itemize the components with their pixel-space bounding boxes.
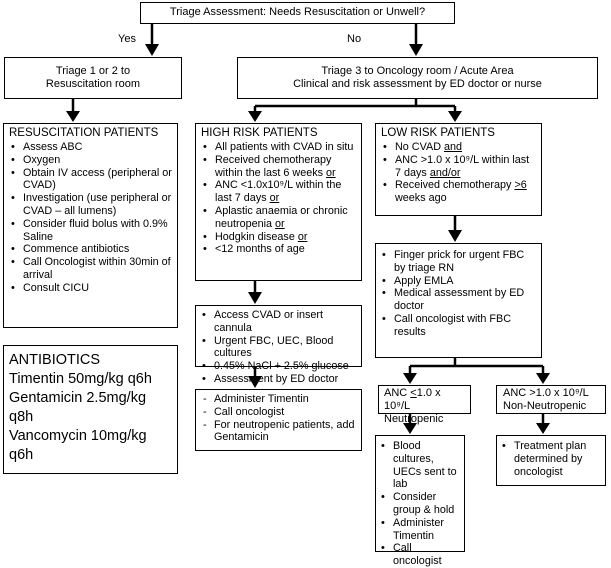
high-risk-actions-list: Access CVAD or insert cannula Urgent FBC…	[200, 309, 358, 386]
low-risk-actions-list: Finger prick for urgent FBC by triage RN…	[380, 249, 538, 339]
resuscitation-title: RESUSCITATION PATIENTS	[9, 127, 159, 139]
antibiotic-line: Gentamicin 2.5mg/kg q8h	[9, 390, 147, 425]
neutropenic-line2: Neutropenic	[384, 413, 444, 425]
list-item: Treatment plan determined by oncologist	[500, 440, 603, 478]
triage-1-2-line1: Triage 1 or 2 to	[55, 65, 131, 77]
resuscitation-patients-box: RESUSCITATION PATIENTS Assess ABC Oxygen…	[3, 123, 178, 328]
list-item: Oxygen	[9, 154, 174, 167]
list-item: Medical assessment by ED doctor	[380, 287, 538, 313]
list-item: Aplastic anaemia or chronic neutropenia …	[201, 205, 358, 231]
list-item: All patients with CVAD in situ	[201, 141, 358, 154]
list-item: Assessment by ED doctor	[200, 373, 358, 386]
non-neutropenic-actions-list: Treatment plan determined by oncologist	[500, 440, 603, 478]
list-item: ANC <1.0x10⁹/L within the last 7 days or	[201, 179, 358, 205]
list-item: For neutropenic patients, add Gentamicin	[200, 419, 358, 445]
antibiotics-box: ANTIBIOTICS Timentin 50mg/kg q6h Gentami…	[3, 345, 178, 474]
list-item: Consider fluid bolus with 0.9% Saline	[9, 218, 174, 244]
list-item: ANC >1.0 x 10⁹/L within last 7 days and/…	[381, 154, 538, 180]
list-item: Call Oncologist within 30min of arrival	[9, 256, 174, 282]
resuscitation-list: Assess ABC Oxygen Obtain IV access (peri…	[9, 141, 174, 295]
list-item: Call oncologist	[200, 406, 358, 419]
antibiotic-line: Timentin 50mg/kg q6h	[9, 371, 152, 387]
high-risk-patients-box: HIGH RISK PATIENTS All patients with CVA…	[195, 123, 362, 281]
list-item: Finger prick for urgent FBC by triage RN	[380, 249, 538, 275]
low-risk-list: No CVAD and ANC >1.0 x 10⁹/L within last…	[381, 141, 538, 205]
triage-3-box: Triage 3 to Oncology room / Acute Area C…	[237, 57, 598, 99]
list-item: Apply EMLA	[380, 275, 538, 288]
high-risk-treatment-box: Administer Timentin Call oncologist For …	[195, 389, 362, 451]
neutropenic-line1: ANC <1.0 x 10⁹/L	[384, 387, 441, 412]
list-item: Administer Timentin	[200, 393, 358, 406]
list-item: Consider group & hold	[379, 491, 462, 517]
no-label: No	[347, 33, 362, 45]
list-item: Investigation (use peripheral or CVAD – …	[9, 192, 174, 218]
non-neutropenic-actions-box: Treatment plan determined by oncologist	[496, 435, 606, 486]
high-risk-treatment-list: Administer Timentin Call oncologist For …	[200, 393, 358, 444]
triage-1-2-line2: Resuscitation room	[45, 78, 141, 90]
low-risk-actions-box: Finger prick for urgent FBC by triage RN…	[375, 243, 542, 358]
low-risk-title: LOW RISK PATIENTS	[381, 127, 495, 139]
list-item: Received chemotherapy >6 weeks ago	[381, 179, 538, 205]
list-item: Urgent FBC, UEC, Blood cultures	[200, 335, 358, 361]
non-neutropenic-line1: ANC >1.0 x 10⁹/L	[503, 387, 589, 399]
high-risk-actions-box: Access CVAD or insert cannula Urgent FBC…	[195, 305, 362, 386]
triage-question-box: Triage Assessment: Needs Resuscitation o…	[140, 2, 455, 24]
list-item: Call oncologist with FBC results	[380, 313, 538, 339]
list-item: Hodgkin disease or	[201, 231, 358, 244]
high-risk-title: HIGH RISK PATIENTS	[201, 127, 318, 139]
list-item: 0.45% NaCl + 2.5% glucose	[200, 360, 358, 373]
triage-1-2-box: Triage 1 or 2 to Resuscitation room	[4, 57, 182, 99]
list-item: Assess ABC	[9, 141, 174, 154]
antibiotics-title: ANTIBIOTICS	[9, 352, 101, 368]
triage-question: Triage Assessment: Needs Resuscitation o…	[169, 6, 426, 18]
antibiotic-line: Vancomycin 10mg/kg q6h	[9, 428, 147, 463]
list-item: Consult CICU	[9, 282, 174, 295]
neutropenic-actions-box: Blood cultures, UECs sent to lab Conside…	[375, 435, 465, 567]
list-item: Received chemotherapy within the last 6 …	[201, 154, 358, 180]
list-item: No CVAD and	[381, 141, 538, 154]
triage-3-line1: Triage 3 to Oncology room / Acute Area	[321, 65, 514, 77]
non-neutropenic-line2: Non-Neutropenic	[503, 400, 587, 412]
list-item: Access CVAD or insert cannula	[200, 309, 358, 335]
list-item: Obtain IV access (peripheral or CVAD)	[9, 167, 174, 193]
list-item: Call oncologist	[379, 542, 462, 568]
non-neutropenic-box: ANC >1.0 x 10⁹/L Non-Neutropenic	[496, 385, 606, 414]
low-risk-patients-box: LOW RISK PATIENTS No CVAD and ANC >1.0 x…	[375, 123, 542, 216]
list-item: Blood cultures, UECs sent to lab	[379, 440, 462, 491]
yes-label: Yes	[118, 33, 136, 45]
high-risk-list: All patients with CVAD in situ Received …	[201, 141, 358, 256]
list-item: Administer Timentin	[379, 517, 462, 543]
neutropenic-box: ANC <1.0 x 10⁹/L Neutropenic	[378, 385, 471, 425]
triage-3-line2: Clinical and risk assessment by ED docto…	[293, 78, 542, 90]
neutropenic-actions-list: Blood cultures, UECs sent to lab Conside…	[379, 440, 462, 568]
list-item: <12 months of age	[201, 243, 358, 256]
list-item: Commence antibiotics	[9, 243, 174, 256]
